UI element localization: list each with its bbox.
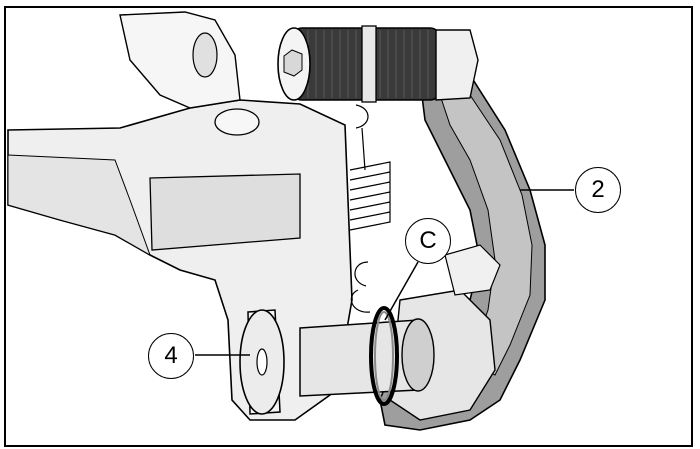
leader-c bbox=[384, 261, 419, 321]
pin-hole bbox=[256, 348, 268, 376]
housing-slot bbox=[149, 173, 301, 251]
callout-c-label: C bbox=[419, 227, 437, 254]
lever-mount bbox=[444, 244, 501, 296]
housing-top-block bbox=[119, 11, 241, 109]
knob-cap bbox=[435, 29, 479, 101]
shaft-end bbox=[401, 318, 435, 392]
callout-c: C bbox=[405, 218, 451, 264]
housing-shadow bbox=[7, 154, 151, 257]
knob-hex bbox=[283, 49, 303, 77]
retaining-ring-c bbox=[369, 306, 399, 406]
housing-hole bbox=[192, 32, 218, 78]
callout-4-label: 4 bbox=[164, 342, 178, 369]
callout-4: 4 bbox=[148, 333, 194, 379]
shaft bbox=[299, 319, 419, 397]
lower-spring bbox=[350, 261, 371, 313]
upper-spring bbox=[349, 104, 391, 231]
lever-face bbox=[439, 94, 533, 376]
housing-boss bbox=[214, 108, 260, 136]
retaining-ring-c-inner bbox=[374, 311, 394, 401]
knob-band bbox=[361, 25, 377, 103]
callout-2-label: 2 bbox=[591, 176, 605, 203]
callout-2: 2 bbox=[575, 167, 621, 213]
